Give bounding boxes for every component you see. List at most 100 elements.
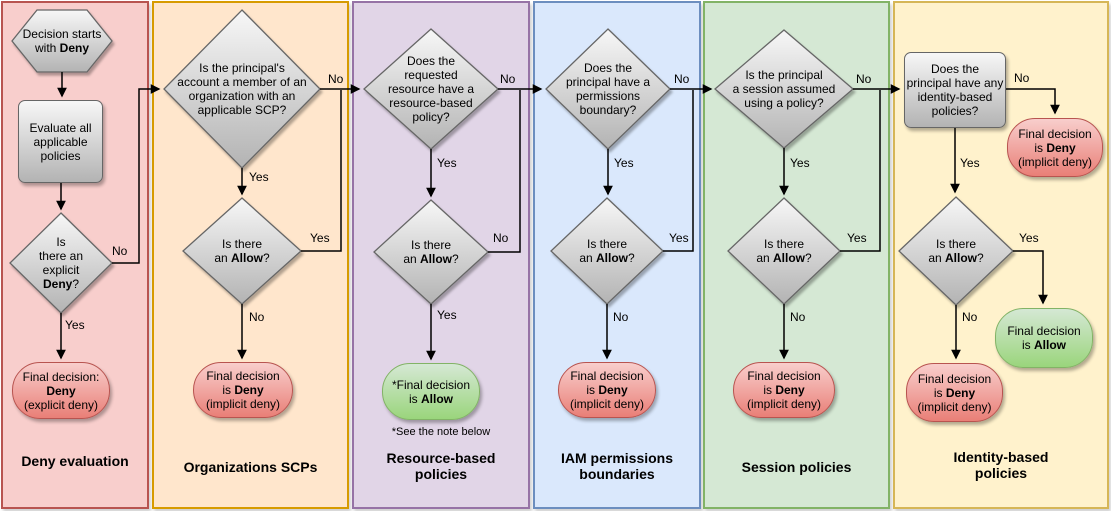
label-line: an Allow? xyxy=(403,252,459,266)
edge-label-no: No xyxy=(674,72,690,86)
label-line: is Deny xyxy=(933,385,976,400)
decision-node-label: Is there an Allow? xyxy=(728,198,840,304)
edge-label-no: No xyxy=(249,310,265,324)
terminal-deny-node: Final decision: Deny (explicit deny) xyxy=(12,362,110,419)
flow-arrow xyxy=(1013,250,1048,305)
flow-line xyxy=(488,90,521,253)
flow-arrow xyxy=(1006,88,1060,115)
label-line: Is there xyxy=(586,237,628,251)
label-line: an Allow? xyxy=(579,251,635,265)
flow-line xyxy=(663,90,694,252)
terminal-deny-node: Final decision is Deny (implicit deny) xyxy=(733,362,835,418)
label-line: Is there xyxy=(221,237,263,251)
label-line: requested xyxy=(404,68,458,82)
label-line: Final decision xyxy=(747,369,821,383)
flow-line xyxy=(301,90,342,252)
label-line: Final decision xyxy=(1007,324,1081,338)
edge-label-yes: Yes xyxy=(1019,231,1039,245)
label-line: is Deny xyxy=(1034,140,1076,155)
flow-line xyxy=(840,90,881,252)
label-line: is Allow xyxy=(409,391,453,406)
edge-label-no: No xyxy=(790,310,806,324)
edge-label-no: No xyxy=(500,72,516,86)
terminal-deny-node: Final decision is Deny (implicit deny) xyxy=(558,362,656,418)
terminal-allow-node: *Final decision is Allow xyxy=(382,363,480,420)
label-line: Does the xyxy=(930,62,980,76)
label-line: an Allow? xyxy=(928,251,984,265)
terminal-deny-node: Final decision is Deny (implicit deny) xyxy=(1007,118,1103,177)
label-line: Deny? xyxy=(42,277,80,291)
edge-label-yes: Yes xyxy=(847,231,867,245)
label-line: (implicit deny) xyxy=(1017,154,1092,169)
edge-label-no: No xyxy=(613,310,629,324)
edge-label-no: No xyxy=(112,244,128,258)
decision-node-label: Does the principal have a permissions bo… xyxy=(546,29,670,149)
label-line: Final decision: xyxy=(22,369,100,384)
label-line: organization with an xyxy=(188,89,296,103)
label-line: is Allow xyxy=(1022,338,1066,352)
label-line: Decision starts xyxy=(22,27,102,41)
label-line: an Allow? xyxy=(214,251,270,265)
label-line: (implicit deny) xyxy=(746,397,821,411)
start-hexagon-shape xyxy=(11,9,113,73)
edge-label-yes: Yes xyxy=(669,231,689,245)
decision-node-label: Is the principal a session assumed using… xyxy=(715,30,853,148)
label-line: principal have a xyxy=(565,75,651,89)
label-line: (implicit deny) xyxy=(569,397,644,411)
label-line: explicit xyxy=(42,263,80,277)
decision-node-label: Is there an explicit Deny? xyxy=(10,213,112,313)
label-line: policies? xyxy=(931,104,979,118)
start-node-label: Decision starts with Deny xyxy=(12,10,112,72)
edge-label-yes: Yes xyxy=(437,308,457,322)
label-line: Is the principal's xyxy=(199,61,285,75)
label-line: permissions xyxy=(575,89,641,103)
column-title: Deny evaluation xyxy=(21,453,129,469)
label-line: Final decision xyxy=(1018,126,1092,141)
label-line: Is there xyxy=(935,237,977,251)
label-line: Final decision xyxy=(206,369,280,383)
label-line: (implicit deny) xyxy=(205,397,280,411)
label-line: with Deny xyxy=(34,41,90,55)
footnote: *See the note below xyxy=(391,426,491,438)
label-line: boundary? xyxy=(579,103,637,117)
edge-label-yes: Yes xyxy=(960,156,980,170)
label-line: using a policy? xyxy=(744,96,824,110)
label-line: Evaluate all xyxy=(29,120,92,135)
label-line: Is the principal xyxy=(745,68,823,82)
label-line: is Deny xyxy=(763,383,805,397)
label-line: policies xyxy=(40,148,81,163)
column-title: Resource-based policies xyxy=(386,450,496,482)
edge-label-yes: Yes xyxy=(790,156,810,170)
label-line: applicable xyxy=(33,134,88,149)
question-node: Does the principal have any identity-bas… xyxy=(904,52,1006,128)
column-title: IAM permissions boundaries xyxy=(560,450,674,482)
label-line: policy? xyxy=(412,110,450,124)
flow-arrow xyxy=(112,84,161,264)
column-title: Identity-based policies xyxy=(953,449,1049,481)
label-line: *Final decision xyxy=(391,377,471,392)
decision-node-label: Is there an Allow? xyxy=(551,198,663,304)
edge-label-no: No xyxy=(328,72,344,86)
edge-label-no: No xyxy=(493,231,509,245)
label-line: resource have a xyxy=(387,82,475,96)
label-line: identity-based xyxy=(917,90,993,104)
decision-node-label: Is the principal's account a member of a… xyxy=(164,10,320,168)
decision-node-label: Is there an Allow? xyxy=(183,198,301,304)
edge-label-yes: Yes xyxy=(310,231,330,245)
edge-label-yes: Yes xyxy=(437,156,457,170)
label-line: applicable SCP? xyxy=(197,103,287,117)
edge-label-yes: Yes xyxy=(65,318,85,332)
label-line: Does the xyxy=(583,61,633,75)
edge-label-no: No xyxy=(856,72,872,86)
label-line: is Deny xyxy=(586,383,628,397)
label-line: Final decision xyxy=(917,371,992,386)
label-line: resource-based xyxy=(389,96,473,110)
column-title: Session policies xyxy=(741,459,852,475)
terminal-allow-node: Final decision is Allow xyxy=(995,308,1093,368)
label-line: account a member of an xyxy=(177,75,307,89)
edge-label-no: No xyxy=(1014,71,1030,85)
label-line: there an xyxy=(38,249,84,263)
column-title: Organizations SCPs xyxy=(183,459,318,475)
